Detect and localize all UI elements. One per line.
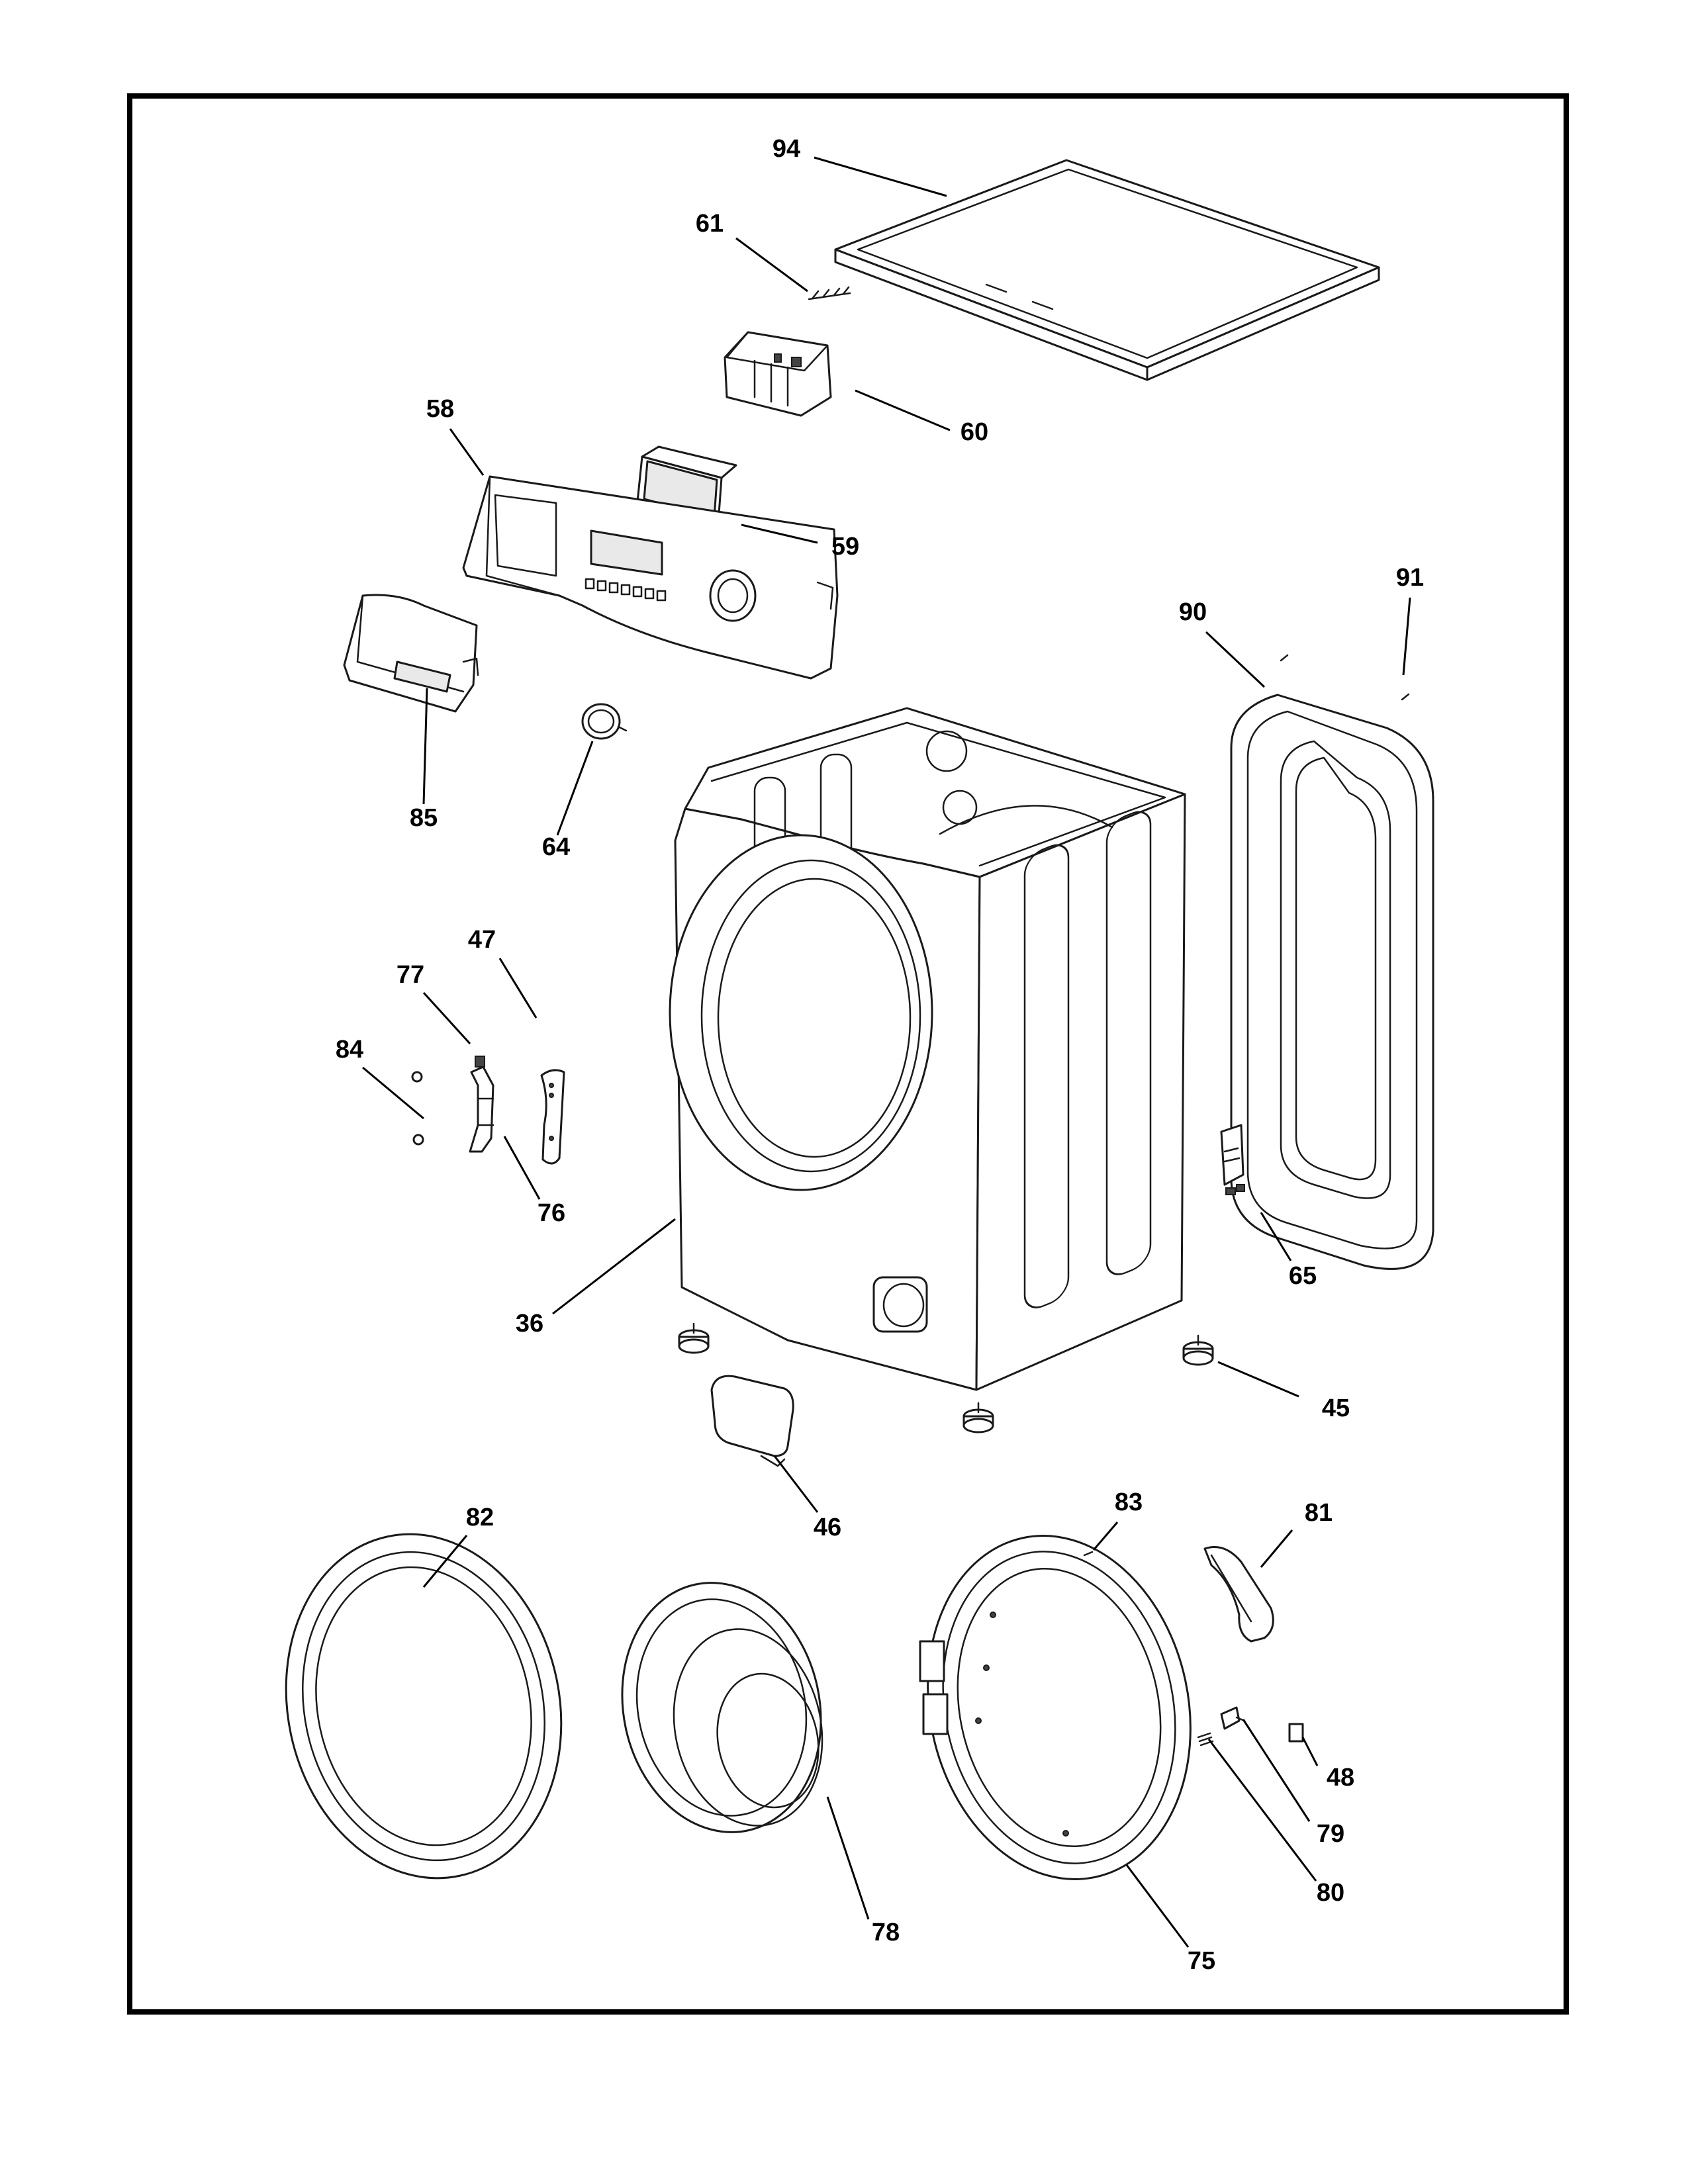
callout-labels: 94 61 60 58 59 91 90 85 64 47 77 84 76 3…: [336, 135, 1424, 1975]
callout-64: 64: [542, 833, 570, 861]
callout-47: 47: [468, 926, 496, 954]
part-82-door-outer-ring: [285, 1533, 563, 1880]
callout-36: 36: [516, 1310, 543, 1338]
callout-80: 80: [1317, 1879, 1344, 1907]
callout-91: 91: [1396, 564, 1424, 592]
part-46-filter-cover: [710, 1375, 794, 1467]
leader-lines: [362, 156, 1411, 1948]
callout-45: 45: [1322, 1394, 1350, 1422]
part-90-rear-gasket: [1230, 694, 1434, 1270]
part-84-screws: [411, 1071, 424, 1146]
part-94-top-panel: [834, 159, 1380, 381]
part-77-handle-spring: [475, 1056, 485, 1068]
part-61-screws: [808, 286, 851, 300]
part-58-control-panel: [462, 475, 839, 680]
callout-85: 85: [410, 804, 438, 832]
callout-82: 82: [466, 1504, 494, 1531]
callout-58: 58: [426, 395, 454, 423]
foot-left: [678, 1322, 710, 1354]
callout-83: 83: [1115, 1488, 1143, 1516]
foot-right: [1182, 1334, 1214, 1366]
callout-77: 77: [397, 961, 424, 989]
part-91-screws: [1280, 654, 1410, 701]
callout-61: 61: [696, 210, 724, 238]
callout-90: 90: [1179, 598, 1207, 626]
callout-60: 60: [961, 418, 988, 446]
callout-65: 65: [1289, 1262, 1317, 1290]
part-48-hinge-cap: [1288, 1723, 1304, 1743]
foot-center: [962, 1402, 994, 1433]
part-76-handle-bracket: [469, 1066, 494, 1153]
callout-46: 46: [814, 1514, 841, 1541]
callout-48: 48: [1327, 1764, 1354, 1792]
part-64-control-knob: [581, 703, 628, 740]
part-83-door-screw: [1083, 1551, 1094, 1557]
callout-81: 81: [1305, 1499, 1333, 1527]
callout-76: 76: [538, 1199, 565, 1227]
callout-84: 84: [336, 1036, 363, 1064]
callout-79: 79: [1317, 1820, 1344, 1848]
callout-59: 59: [831, 533, 859, 561]
part-75-door-inner-frame: [919, 1535, 1192, 1880]
part-79-hinge-pin: [1220, 1706, 1246, 1730]
part-85-dispenser-drawer: [343, 594, 479, 713]
part-81-hinge: [1203, 1546, 1274, 1643]
part-60-dispenser-housing: [724, 331, 832, 417]
part-45-leveling-feet: [678, 1322, 1214, 1433]
callout-94: 94: [773, 135, 800, 163]
diagram-frame: [127, 93, 1569, 2015]
program-buttons: [585, 578, 667, 602]
part-78-door-glass: [621, 1582, 823, 1833]
callout-78: 78: [872, 1919, 900, 1946]
part-80-hinge-spring: [1197, 1732, 1214, 1747]
part-47-door-handle: [540, 1069, 565, 1165]
part-65-door-lock: [1220, 1124, 1245, 1195]
callout-75: 75: [1188, 1947, 1215, 1975]
part-36-cabinet: [669, 707, 1186, 1391]
